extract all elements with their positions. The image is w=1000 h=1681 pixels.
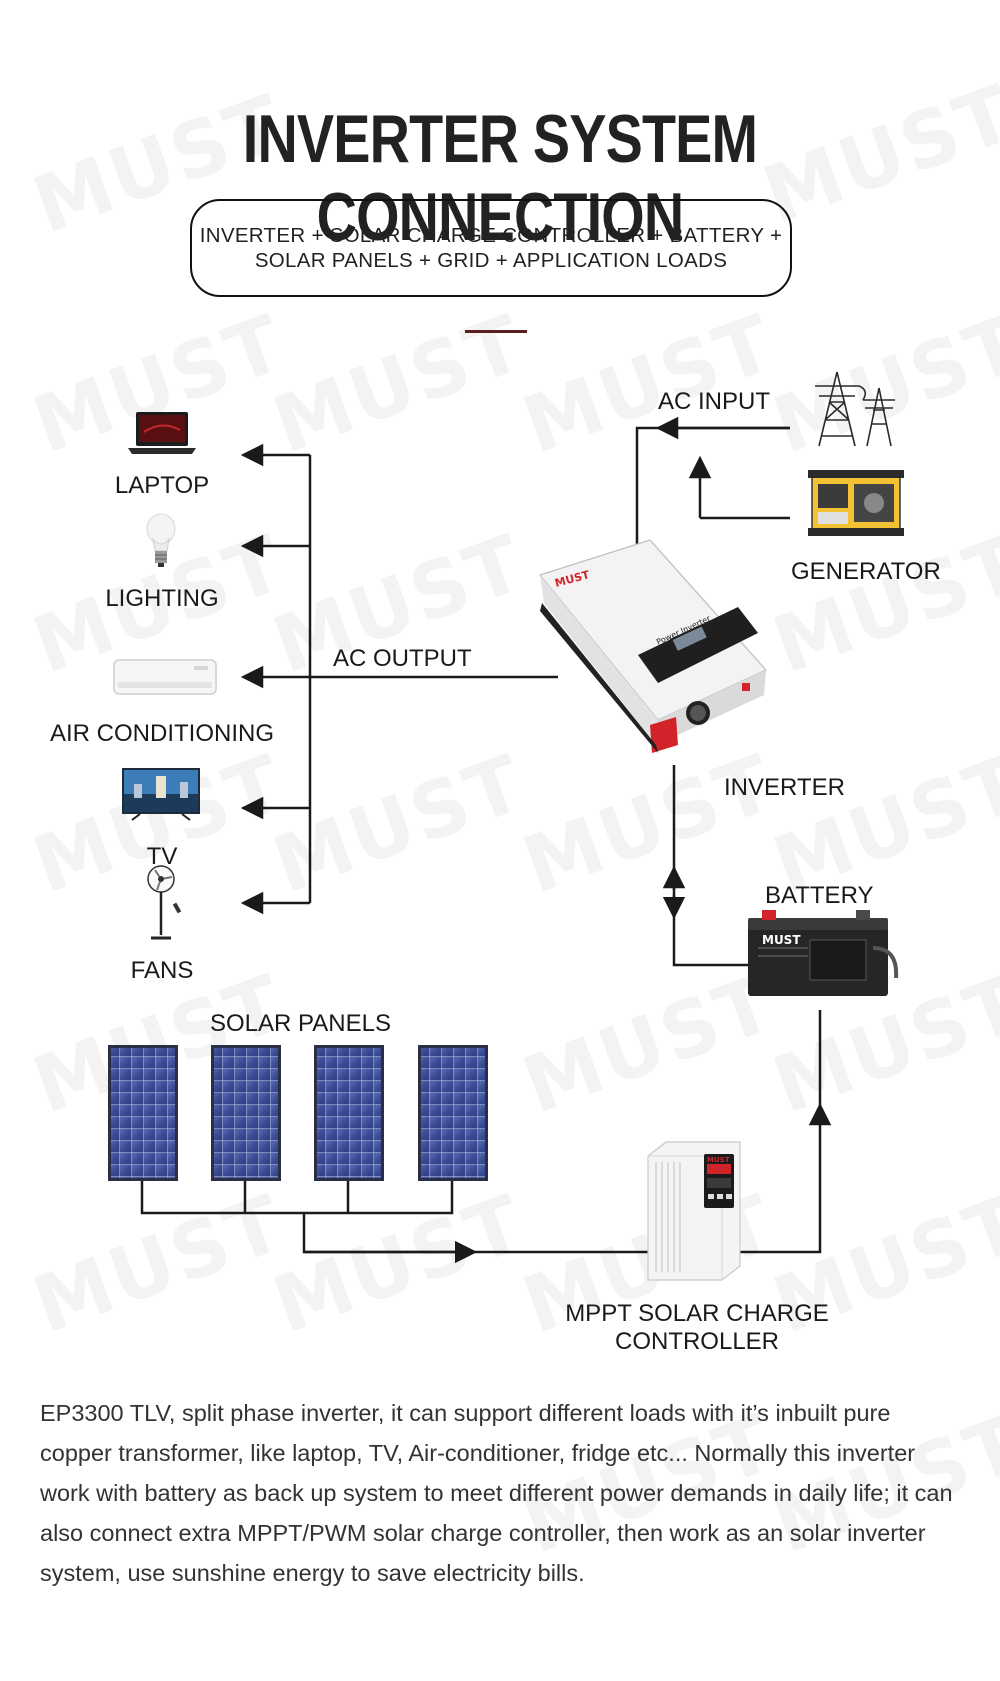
controller-brand-text: MUST xyxy=(707,1156,730,1164)
inverter-label: INVERTER xyxy=(724,774,845,801)
solar-panel xyxy=(108,1045,178,1181)
load-bus xyxy=(240,443,558,915)
panel-combiner-line xyxy=(140,1180,454,1215)
solar-lines xyxy=(140,1010,832,1264)
ac-input-label: AC INPUT xyxy=(658,388,771,415)
inverter-battery-line xyxy=(672,765,750,967)
page-title: INVERTER SYSTEM CONNECTION xyxy=(242,101,758,255)
fan-icon xyxy=(147,865,182,940)
tv-icon xyxy=(122,768,200,821)
controller-to-battery-line xyxy=(740,1010,822,1254)
mppt-label-line-2: CONTROLLER xyxy=(614,1328,780,1355)
laptop-label: LAPTOP xyxy=(114,472,210,499)
subtitle-line-2: SOLAR PANELS + GRID + APPLICATION LOADS xyxy=(254,249,728,272)
subtitle-box: INVERTER + SOLAR CHARGE CONTROLLER + BAT… xyxy=(190,199,792,297)
description-paragraph: EP3300 TLV, split phase inverter, it can… xyxy=(40,1400,953,1586)
title-divider xyxy=(465,330,527,333)
tv-label: TV xyxy=(146,843,178,870)
solar-panels xyxy=(108,1045,488,1181)
battery-lines xyxy=(662,765,750,967)
solar-panel xyxy=(314,1045,384,1181)
solar-panel xyxy=(211,1045,281,1181)
battery-brand-text: MUST xyxy=(762,933,801,947)
battery-device: MUST xyxy=(748,910,899,996)
lighting-label: LIGHTING xyxy=(105,585,219,612)
transmission-tower-icon xyxy=(815,371,895,447)
solar-to-controller-line xyxy=(302,1213,650,1254)
light-bulb-icon xyxy=(146,513,176,567)
battery-label: BATTERY xyxy=(765,882,874,909)
generator-icon xyxy=(808,470,904,536)
laptop-icon xyxy=(128,412,196,454)
air-conditioning-label: AIR CONDITIONING xyxy=(49,720,275,747)
ac-input-lines xyxy=(635,416,790,545)
inverter-device: MUST Power Inverter xyxy=(538,539,767,753)
mppt-controller-device: MUST xyxy=(647,1141,741,1281)
generator-label: GENERATOR xyxy=(791,558,941,585)
mppt-label-line-1: MPPT SOLAR CHARGE xyxy=(565,1300,829,1327)
solar-panels-label: SOLAR PANELS xyxy=(210,1010,391,1037)
ac-output-label: AC OUTPUT xyxy=(333,645,472,672)
air-conditioner-icon xyxy=(113,659,217,695)
solar-panel xyxy=(418,1045,488,1181)
subtitle-line-1: INVERTER + SOLAR CHARGE CONTROLLER + BAT… xyxy=(199,224,783,247)
ac-input-line xyxy=(635,426,790,545)
fans-label: FANS xyxy=(130,957,194,984)
